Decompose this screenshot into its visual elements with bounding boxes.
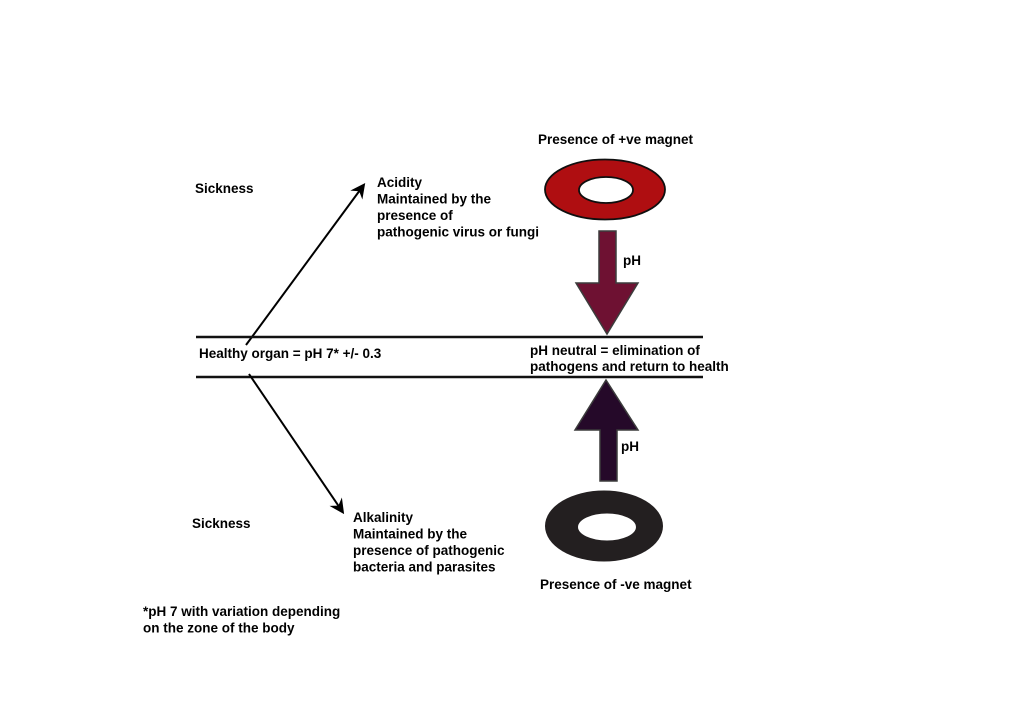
ph-up-label: pH [621,439,639,454]
ph-up-arrow [573,378,640,482]
negative-magnet-label: Presence of -ve magnet [540,577,692,592]
acidity-line-4: pathogenic virus or fungi [377,225,539,240]
alkalinity-line-3: presence of pathogenic [353,543,505,558]
positive-magnet-hole [578,176,634,204]
arrow-to-alkalinity [248,373,345,515]
ph-down-arrow [574,230,640,336]
alkalinity-line-1: Alkalinity [353,510,414,525]
acidity-line-3: presence of [377,208,453,223]
alkalinity-text-block: Alkalinity Maintained by the presence of… [353,510,505,575]
ph-down-label: pH [623,253,641,268]
negative-magnet-donut [545,490,663,562]
positive-magnet-donut [544,158,666,221]
footnote: *pH 7 with variation depending on the zo… [143,604,340,636]
alkalinity-line-4: bacteria and parasites [353,560,496,575]
positive-magnet-label: Presence of +ve magnet [538,132,693,147]
acidity-line-2: Maintained by the [377,192,492,207]
ph-neutral-line-2: pathogens and return to health [530,359,729,374]
acidity-line-1: Acidity [377,175,423,190]
footnote-line-2: on the zone of the body [143,621,295,636]
arrow-to-acidity [245,182,366,346]
sickness-top-label: Sickness [195,181,254,196]
sickness-bottom-label: Sickness [192,516,251,531]
acidity-text-block: Acidity Maintained by the presence of pa… [377,175,539,240]
negative-magnet-hole [578,513,636,541]
ph-neutral-text-block: pH neutral = elimination of pathogens an… [530,343,729,374]
alkalinity-line-2: Maintained by the [353,527,468,542]
footnote-line-1: *pH 7 with variation depending [143,604,340,619]
healthy-organ-label: Healthy organ = pH 7* +/- 0.3 [199,346,382,361]
ph-neutral-line-1: pH neutral = elimination of [530,343,700,358]
